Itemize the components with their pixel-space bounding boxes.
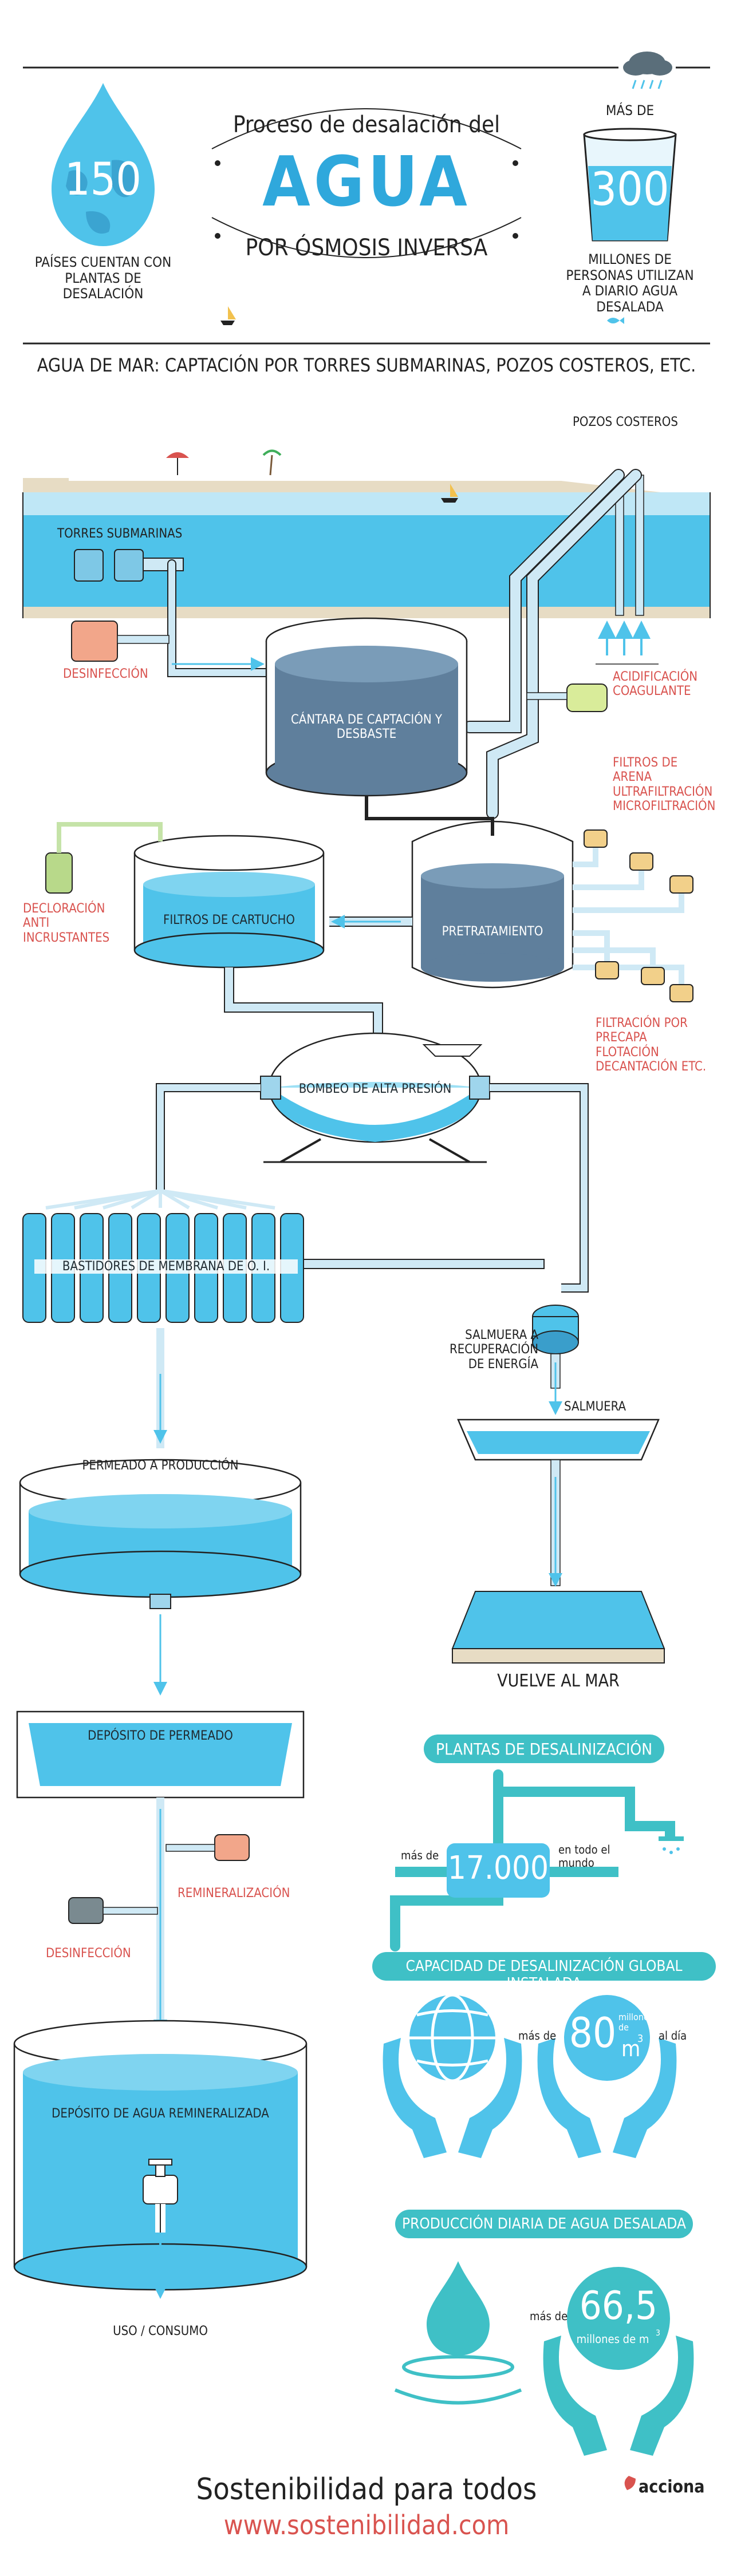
label-torres-submarinas: Torres submarinas <box>57 527 183 541</box>
globe-icon <box>409 1993 495 2083</box>
label-acidificacion: Acidificación coagulante <box>613 670 698 699</box>
capacidad-banner <box>372 1952 716 1981</box>
label-pozos-costeros: Pozos costeros <box>573 415 678 429</box>
sea-return-basin <box>451 1591 665 1664</box>
capacidad-suffix: al día <box>659 2029 687 2042</box>
permeate-tank <box>19 1328 302 1609</box>
subtitle: Agua de mar: captación por torres submar… <box>37 354 696 376</box>
label-bombeo: Bombeo de alta presión <box>298 1082 452 1096</box>
plantas-title: Plantas de desalinización <box>435 1740 653 1759</box>
capacidad-unit: m <box>621 2036 641 2061</box>
label-filtros-cartucho: Filtros de cartucho <box>163 913 295 927</box>
capacidad-unit-top: millones de <box>618 2012 653 2033</box>
disinfection-tank-2-icon <box>68 1897 158 1924</box>
label-desinfeccion-1: Desinfección <box>63 667 148 681</box>
plantas-banner <box>424 1735 664 1763</box>
title-bottom: por ósmosis inversa <box>245 235 488 261</box>
stat-right-label: Millones de personas utilizan a diario a… <box>566 251 694 315</box>
label-pretratamiento: Pretratamiento <box>442 924 543 939</box>
label-cantara: Cántara de captación y desbaste <box>290 713 442 742</box>
capacidad-prefix: más de <box>518 2029 557 2042</box>
plantas-prefix: más de <box>401 1848 439 1862</box>
footer-slogan: Sostenibilidad para todos <box>196 2472 537 2507</box>
brine-tray <box>457 1419 660 1586</box>
acidification-bottle-icon <box>526 683 608 712</box>
water-glass-icon <box>583 128 677 242</box>
label-deposito-remineralizada: Depósito de agua remineralizada <box>52 2107 269 2121</box>
umbrella-icon <box>166 452 189 475</box>
label-decloracion: Decloración anti incrustantes <box>23 902 110 945</box>
produccion-banner <box>395 2210 693 2238</box>
faucet-icon <box>143 2159 178 2233</box>
produccion-prefix: más de <box>530 2309 568 2323</box>
title-main: AGUA <box>262 143 471 222</box>
palm-icon <box>262 449 282 476</box>
label-filtros-arena: Filtros de arena ultrafiltración microfi… <box>613 756 716 813</box>
plantas-value: 17.000 <box>447 1850 549 1887</box>
footer-brand: acciona <box>639 2477 705 2497</box>
hands-icon-2 <box>537 2038 677 2158</box>
water-drop-globe-icon <box>52 83 155 246</box>
label-salmuera-recuperacion: Salmuera a recuperación de energía <box>449 1328 538 1372</box>
filter-canister-icons <box>584 829 693 1002</box>
label-vuelve-al-mar: Vuelve al mar <box>497 1671 620 1691</box>
pretreatment-tank <box>411 820 574 989</box>
produccion-title: Producción diaria de agua desalada <box>401 2215 686 2233</box>
membrane-racks <box>22 1189 545 1323</box>
captation-tank <box>265 617 468 797</box>
label-bastidores: Bastidores de membrana de O. I. <box>34 1259 298 1274</box>
high-pressure-pump <box>260 1032 490 1163</box>
dechlorination-bottle-icon <box>45 822 163 894</box>
remineralization-icon <box>165 1834 250 1861</box>
stats-pipe-right <box>625 1809 684 1854</box>
hands-icon <box>383 2038 522 2158</box>
title-top: Proceso de desalación del <box>232 112 501 138</box>
stat-right-prefix: Más de <box>605 102 655 118</box>
label-permeado-produccion: Permeado a producción <box>82 1459 239 1473</box>
capacidad-value: 80 <box>569 2009 617 2057</box>
acciona-logo-icon <box>624 2476 636 2490</box>
m3-badge <box>564 1995 650 2081</box>
label-uso-consumo: Uso / Consumo <box>113 2324 208 2338</box>
label-remineralizacion: Remineralización <box>178 1886 290 1901</box>
stat-left-label: Países cuentan con plantas de desalación <box>34 254 172 302</box>
plantas-suffix: en todo el mundo <box>558 1843 610 1870</box>
water-drop-icon <box>394 2261 522 2405</box>
pump-pipes <box>156 1083 589 1293</box>
cartridge-filter-tank <box>133 835 325 969</box>
intake-pipes <box>167 469 642 819</box>
sea-sailboat-icon <box>441 484 458 503</box>
label-salmuera: Salmuera <box>564 1400 626 1414</box>
header-sailboat-icon <box>220 306 236 325</box>
label-filtracion-precapa: Filtración por precapa flotación decanta… <box>596 1016 707 1074</box>
produccion-badge <box>567 2267 670 2370</box>
cloud-icon <box>623 52 672 89</box>
capacidad-title: Capacidad de desalinización global insta… <box>405 1958 683 1992</box>
label-deposito-permeado: Depósito de permeado <box>88 1729 233 1743</box>
produccion-unit-sup: 3 <box>656 2329 661 2338</box>
stat-left-value: 150 <box>65 154 141 206</box>
produccion-unit: millones de m <box>576 2332 649 2346</box>
hands-icon-3 <box>543 2336 694 2456</box>
footer-url[interactable]: www.sostenibilidad.com <box>223 2510 510 2541</box>
title-decoration <box>211 108 522 258</box>
stat-right-value: 300 <box>590 163 669 216</box>
capacidad-unit-sup: 3 <box>637 2033 644 2045</box>
stats-17000-pipe <box>395 1843 618 1898</box>
disinfection-tank-1-icon <box>71 621 170 662</box>
filter-canisters <box>573 847 684 985</box>
header-fish-icon <box>607 317 624 324</box>
produccion-value: 66,5 <box>579 2283 658 2329</box>
coastal-wells <box>596 475 659 665</box>
energy-recovery-device <box>532 1305 579 1389</box>
label-desinfeccion-2: Desinfección <box>46 1946 131 1961</box>
